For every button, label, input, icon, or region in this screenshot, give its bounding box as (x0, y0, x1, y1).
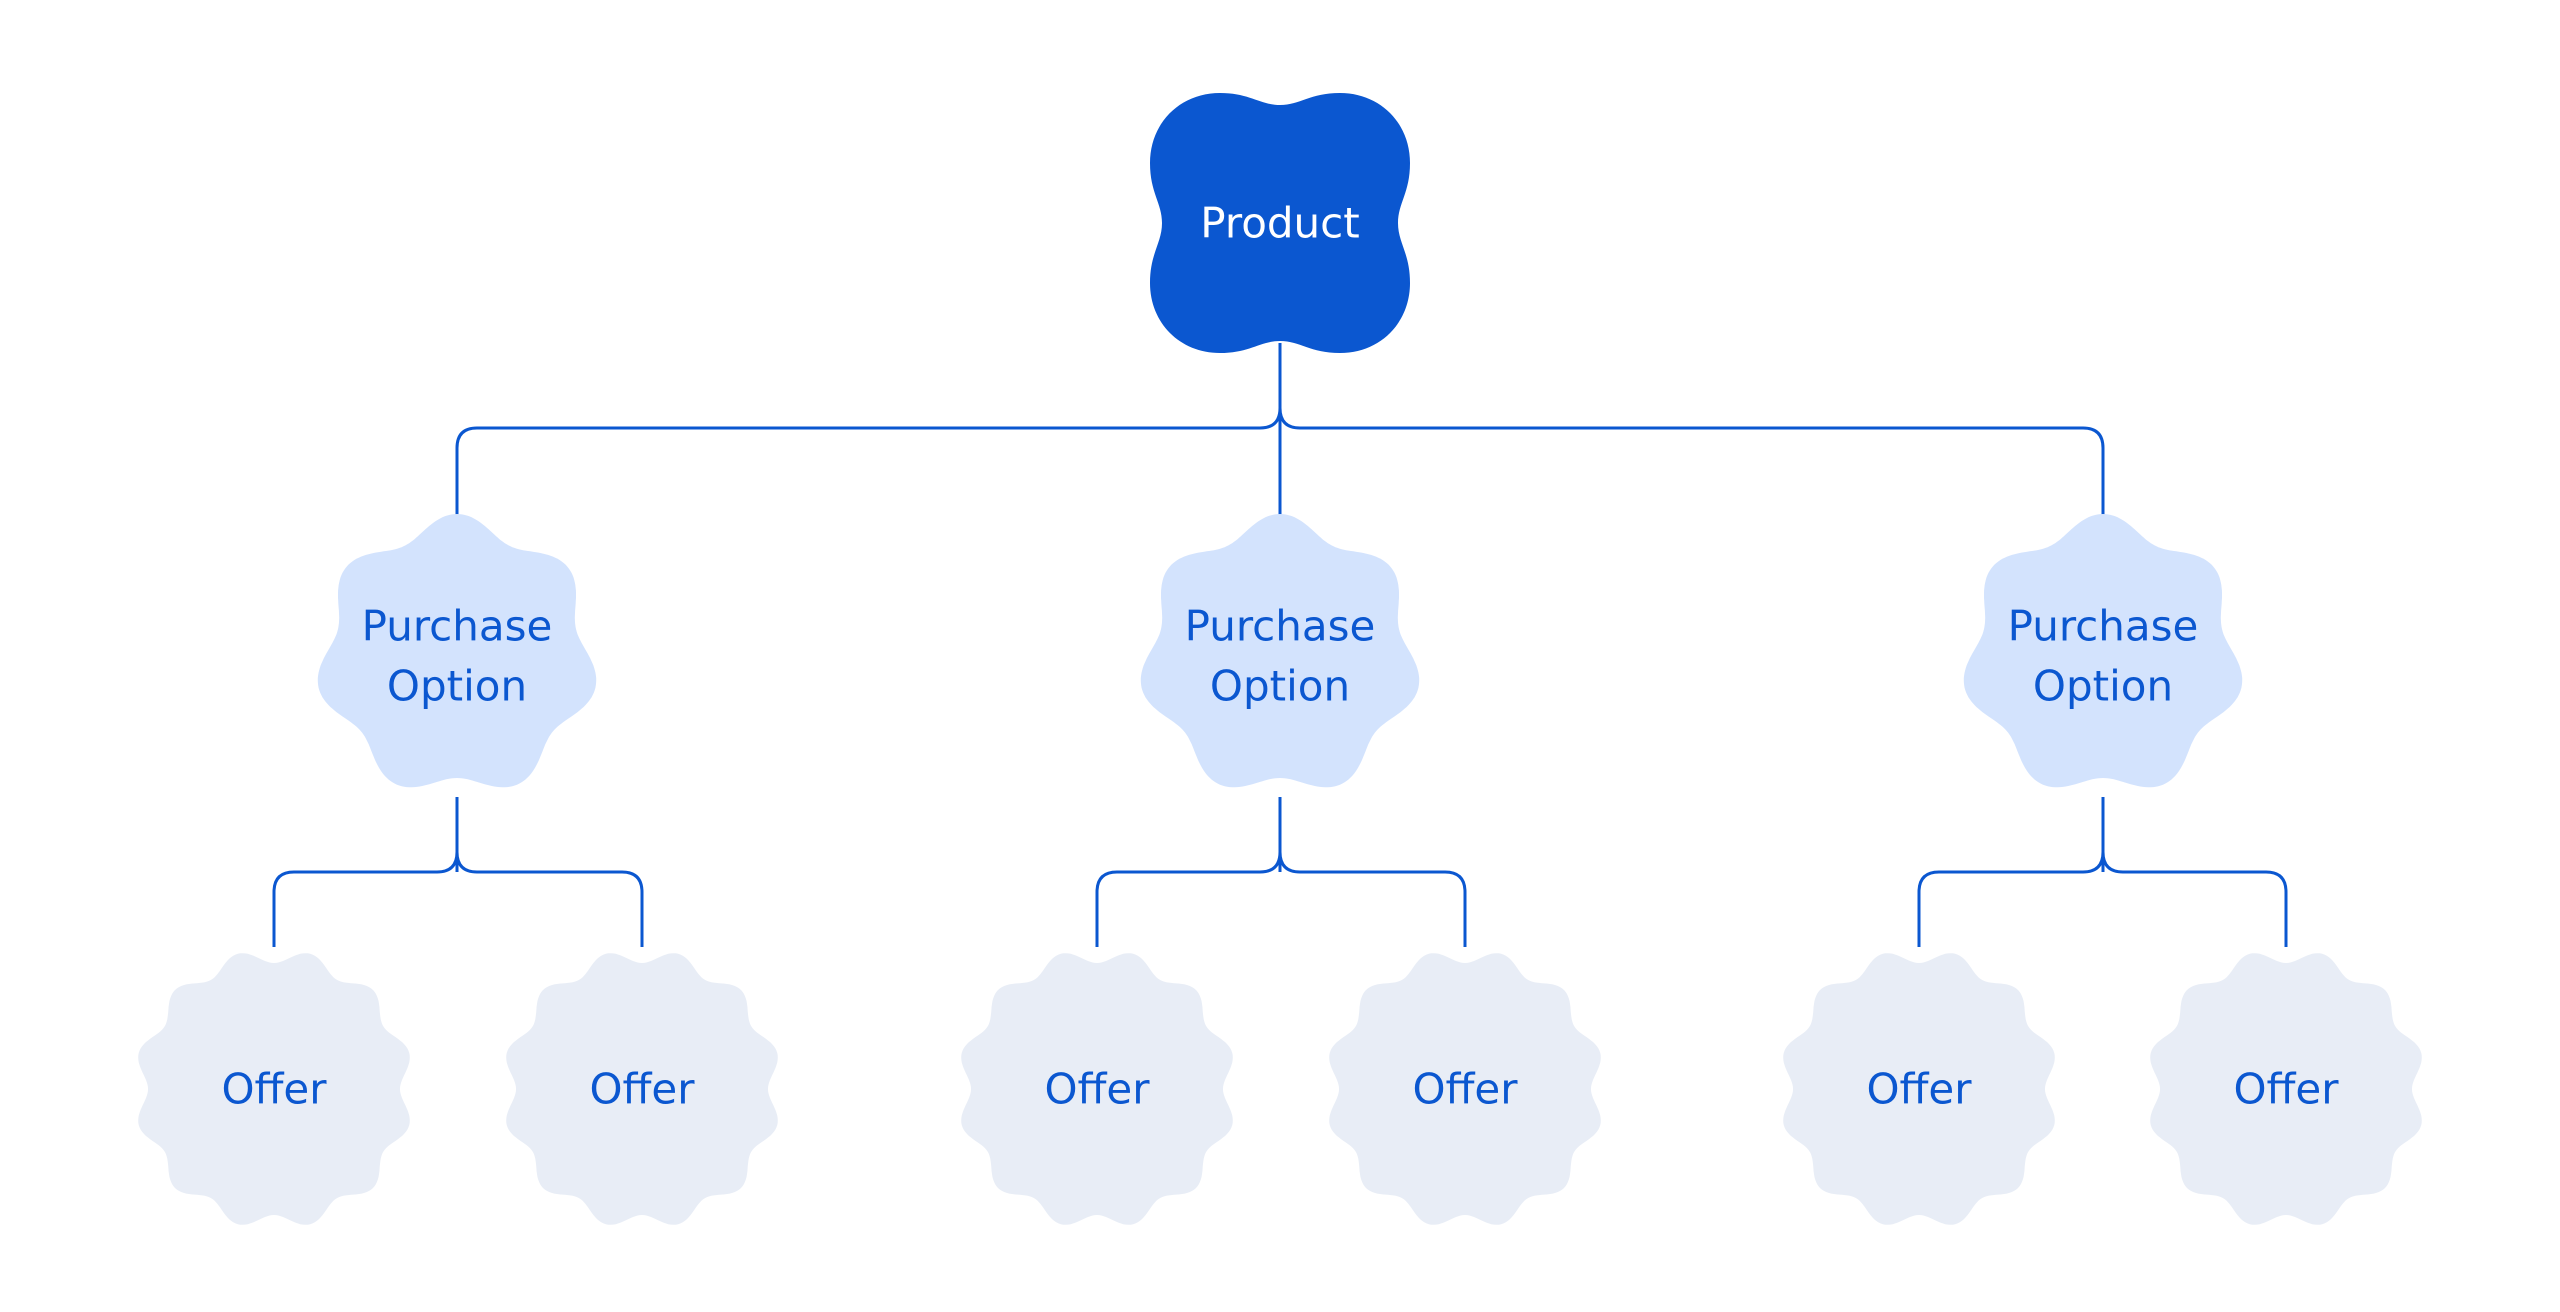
offer-node: Offer (961, 953, 1233, 1225)
offer-node: Offer (138, 953, 410, 1225)
option-2-connector-link-0 (1095, 851, 1282, 947)
offer-node: Offer (1329, 953, 1601, 1225)
product-shape (1150, 93, 1410, 353)
product-label: Product (1200, 199, 1359, 248)
offer-label: Offer (1412, 1065, 1518, 1114)
offer-node: Offer (2150, 953, 2422, 1225)
purchase-option-shape (1140, 514, 1420, 788)
offer-label: Offer (221, 1065, 327, 1114)
purchase-option-label-line1: Purchase (2008, 602, 2199, 651)
root-connector-link-0 (455, 407, 1282, 518)
purchase-option-label-line2: Option (2033, 662, 2173, 711)
offer-node: Offer (1783, 953, 2055, 1225)
purchase-option-label-line2: Option (387, 662, 527, 711)
root-connector-link-2 (1278, 407, 2105, 518)
offer-shape (1329, 953, 1601, 1225)
offer-shape (961, 953, 1233, 1225)
option-2-connector-link-1 (1278, 851, 1467, 947)
product-node: Product (1150, 93, 1410, 353)
purchase-option-label-line2: Option (1210, 662, 1350, 711)
offer-label: Offer (2233, 1065, 2339, 1114)
purchase-option-label-line1: Purchase (362, 602, 553, 651)
option-3-connector-link-0 (1917, 851, 2105, 947)
offer-node: Offer (506, 953, 778, 1225)
purchase-option-shape (1963, 514, 2243, 788)
offer-label: Offer (1866, 1065, 1972, 1114)
option-1-connector-link-0 (272, 851, 459, 947)
option-3-connector-link-1 (2101, 851, 2288, 947)
offer-shape (1783, 953, 2055, 1225)
offer-shape (138, 953, 410, 1225)
purchase-option-label-line1: Purchase (1185, 602, 1376, 651)
offer-shape (506, 953, 778, 1225)
connectors (272, 343, 2288, 947)
offer-shape (2150, 953, 2422, 1225)
purchase-option-shape (317, 514, 597, 788)
option-1-connector-link-1 (455, 851, 644, 947)
offer-label: Offer (1044, 1065, 1150, 1114)
offer-label: Offer (589, 1065, 695, 1114)
